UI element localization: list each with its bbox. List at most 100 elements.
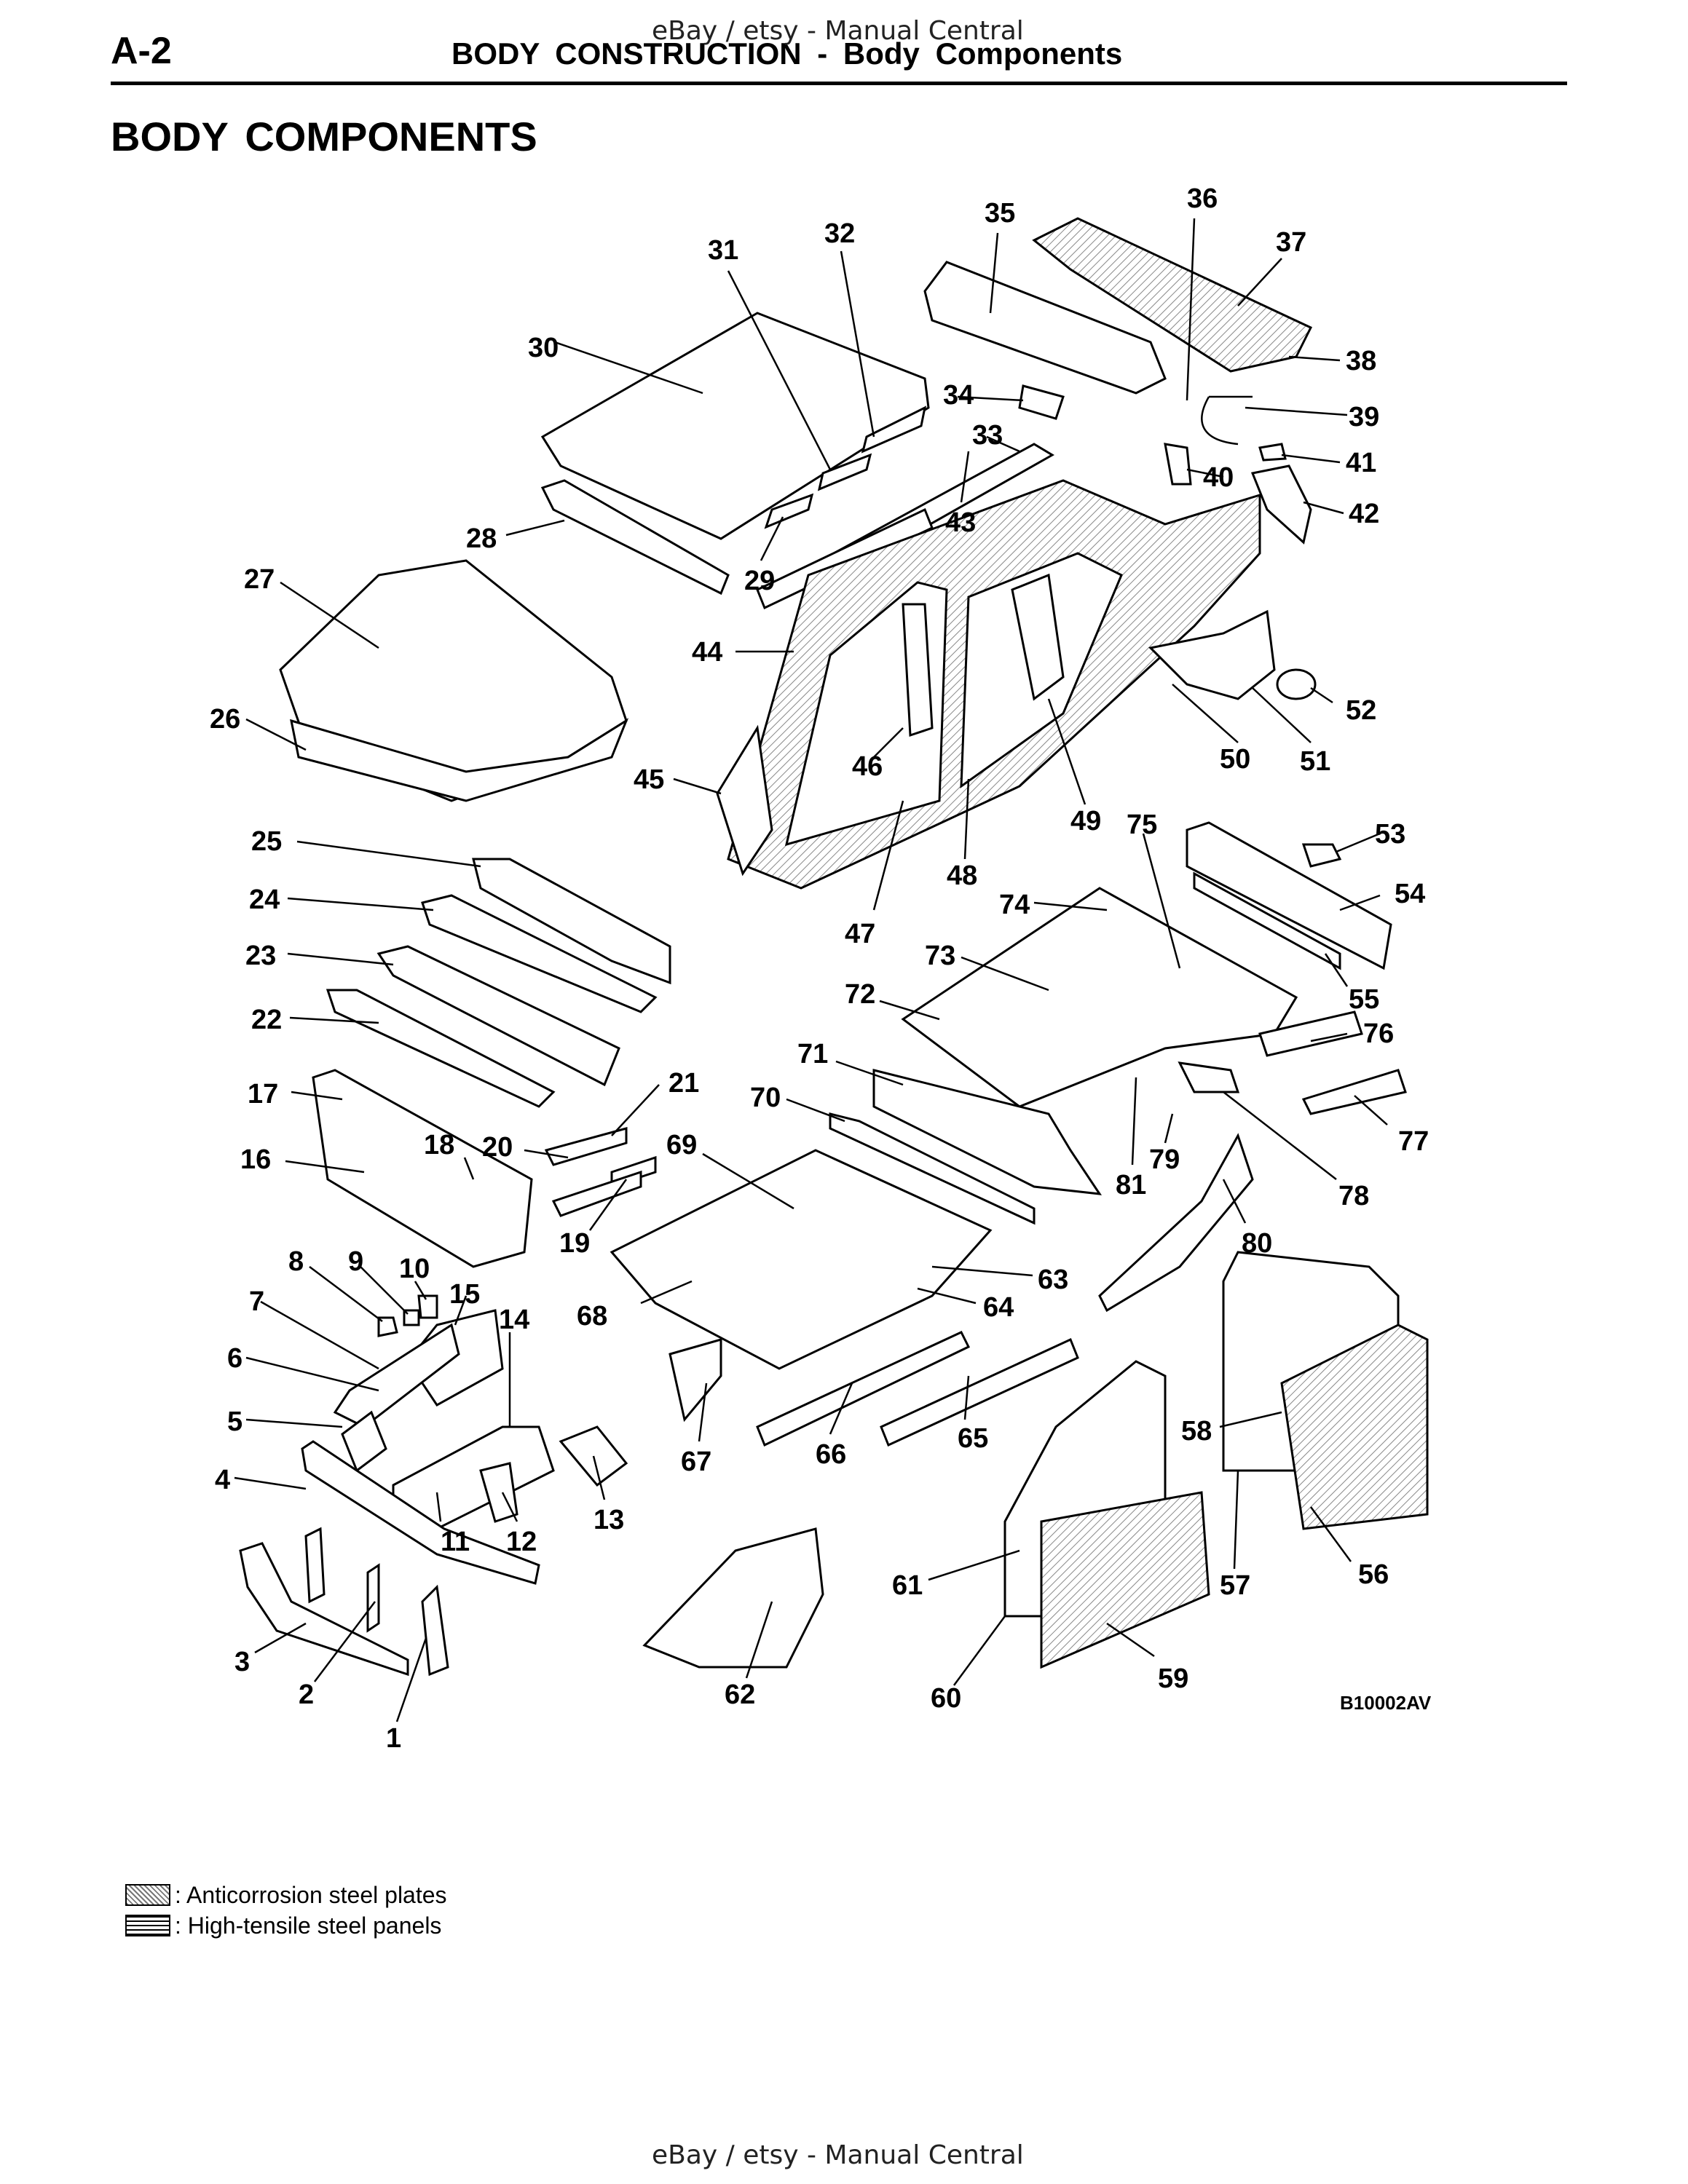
callout-2: 2 — [299, 1679, 314, 1710]
callout-38: 38 — [1346, 346, 1376, 376]
leader-line — [702, 1152, 794, 1210]
callout-24: 24 — [249, 885, 280, 915]
leader-line — [1223, 1091, 1337, 1180]
leader-line — [1310, 1032, 1348, 1042]
leader-line — [291, 1091, 343, 1101]
leader-line — [234, 1476, 307, 1490]
callout-40: 40 — [1203, 462, 1234, 493]
leader-line — [1339, 894, 1381, 911]
callout-53: 53 — [1375, 819, 1405, 850]
legend-row-anticorrosion: : Anticorrosion steel plates — [125, 1880, 447, 1910]
part-bracket — [1301, 843, 1342, 868]
callout-labels: 1 2 3 4 5 6 7 8 9 10 11 12 13 14 15 16 1… — [210, 183, 1432, 1754]
leader-line — [1252, 687, 1312, 743]
part-roof-side-rail — [756, 507, 934, 610]
callout-67: 67 — [681, 1447, 711, 1477]
leader-line — [524, 1149, 569, 1159]
leader-line — [745, 1601, 773, 1679]
callout-43: 43 — [945, 507, 976, 538]
callout-20: 20 — [482, 1132, 513, 1163]
callout-60: 60 — [931, 1683, 961, 1714]
leader-line — [1336, 832, 1381, 853]
legend: : Anticorrosion steel plates : High-tens… — [125, 1880, 447, 1941]
part-rear-door-skin — [1280, 1324, 1429, 1530]
callout-31: 31 — [708, 235, 738, 266]
leader-line — [285, 1160, 365, 1174]
leader-line — [309, 1266, 383, 1322]
leader-line — [1309, 1506, 1352, 1562]
leader-line — [287, 897, 434, 911]
part-roof-bow — [861, 405, 927, 454]
callout-69: 69 — [666, 1130, 697, 1160]
leader-line — [1288, 355, 1341, 362]
watermark-top: eBay / etsy - Manual Central — [652, 16, 1024, 46]
part-rear-side-member — [1301, 1069, 1407, 1115]
part-wheelhouse-outer — [1148, 609, 1276, 700]
callout-74: 74 — [999, 890, 1030, 920]
leader-line — [960, 451, 970, 503]
leader-line — [963, 778, 970, 860]
legend-row-high-tensile: : High-tensile steel panels — [125, 1910, 447, 1941]
callout-14: 14 — [499, 1305, 529, 1335]
callout-47: 47 — [845, 919, 875, 949]
leader-line — [260, 1300, 379, 1370]
leader-line — [1219, 1411, 1282, 1428]
callout-8: 8 — [288, 1246, 304, 1277]
part-front-floor-crossmember — [829, 1112, 1036, 1225]
part-hinge — [1201, 395, 1253, 446]
callout-41: 41 — [1346, 448, 1376, 478]
part-front-fender — [642, 1527, 824, 1669]
legend-label-anticorrosion: : Anticorrosion steel plates — [175, 1881, 447, 1908]
leader-line — [953, 1615, 1006, 1686]
leader-line — [961, 956, 1049, 992]
part-dash-panel — [312, 1069, 533, 1268]
part-radiator-support — [239, 1542, 409, 1677]
callout-7: 7 — [249, 1286, 264, 1317]
part-bracket — [377, 1316, 398, 1337]
leader-line — [872, 800, 904, 911]
leader-line — [989, 232, 999, 314]
callout-29: 29 — [744, 566, 775, 596]
callout-76: 76 — [1363, 1018, 1394, 1049]
callout-34: 34 — [943, 380, 974, 411]
callout-66: 66 — [816, 1439, 846, 1470]
callout-9: 9 — [348, 1246, 363, 1277]
leader-line — [463, 1157, 475, 1180]
part-front-apron-lower — [341, 1410, 387, 1473]
leader-line — [1324, 953, 1349, 987]
callout-61: 61 — [892, 1570, 923, 1601]
callout-4: 4 — [215, 1465, 230, 1495]
leader-line — [501, 1492, 518, 1522]
callout-48: 48 — [947, 860, 977, 891]
callout-70: 70 — [750, 1083, 781, 1113]
part-front-door-skin — [1040, 1491, 1210, 1669]
callout-56: 56 — [1358, 1559, 1389, 1590]
part-fuel-lid — [1276, 668, 1317, 700]
callout-23: 23 — [245, 941, 276, 971]
leader-line — [1131, 1077, 1137, 1166]
callout-27: 27 — [244, 564, 275, 595]
leader-line — [879, 1000, 940, 1021]
part-front-floor-pan — [610, 1149, 993, 1370]
callout-50: 50 — [1220, 744, 1250, 775]
leader-line — [1142, 833, 1181, 969]
callout-28: 28 — [466, 523, 497, 554]
leader-line — [314, 1601, 376, 1682]
part-rear-side-member — [1178, 1061, 1240, 1093]
callout-59: 59 — [1158, 1663, 1188, 1694]
leader-line — [245, 1356, 379, 1392]
callout-55: 55 — [1349, 984, 1379, 1015]
part-rear-pillar-inner — [1098, 1133, 1254, 1313]
leader-line — [1047, 698, 1086, 805]
leader-line — [254, 1622, 307, 1654]
leader-line — [928, 1549, 1020, 1581]
part-cowl-panel — [376, 945, 620, 1087]
leader-line — [640, 1280, 693, 1305]
leader-line — [1354, 1095, 1388, 1125]
callout-58: 58 — [1181, 1416, 1212, 1447]
part-bracket — [1164, 443, 1192, 486]
callout-13: 13 — [593, 1505, 624, 1535]
leader-line — [829, 1382, 853, 1435]
callout-30: 30 — [528, 333, 559, 363]
leader-line — [917, 1287, 977, 1305]
